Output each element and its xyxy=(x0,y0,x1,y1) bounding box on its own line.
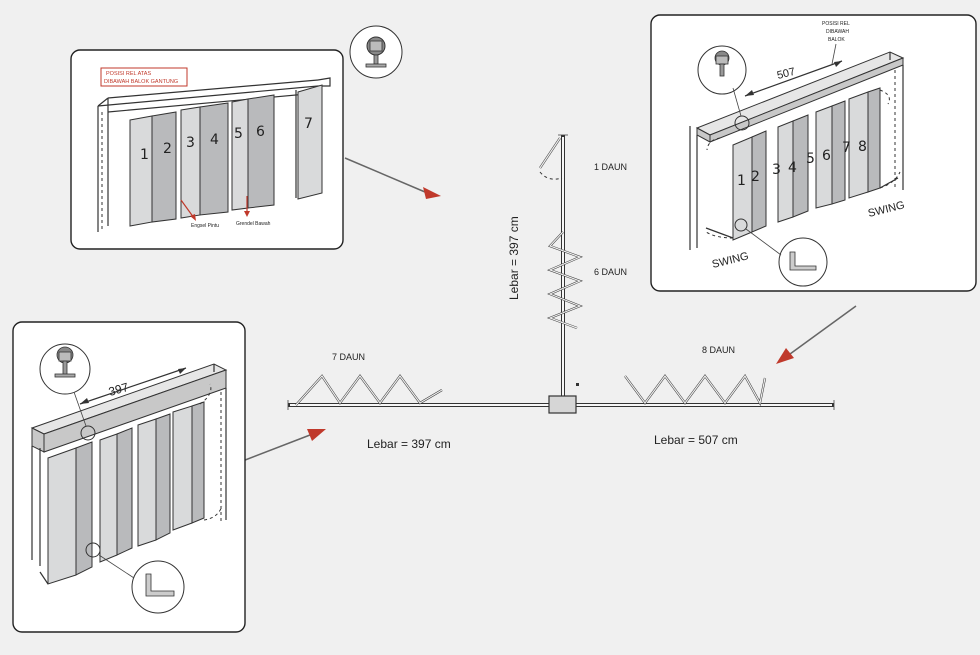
door-number-1: 1 xyxy=(140,147,149,163)
arrow-bottom-left xyxy=(239,434,311,463)
arrow-top-left xyxy=(344,157,426,193)
tr-label-line3: BALOK xyxy=(828,37,845,43)
arrow-top-right xyxy=(789,305,857,355)
width-label-left: Lebar = 397 cm xyxy=(367,437,451,451)
tr-door-number-1: 1 xyxy=(737,173,746,189)
six-leaf-zigzag xyxy=(546,231,583,330)
eight-leaf-zigzag xyxy=(624,373,767,407)
tr-label-line1: POSISI REL xyxy=(822,21,850,27)
label-7-daun: 7 DAUN xyxy=(332,352,365,362)
arrow-head-top-left xyxy=(423,187,441,199)
arrow-head-bottom-left xyxy=(307,429,326,441)
tr-door-number-5: 5 xyxy=(806,151,815,167)
tr-door-number-7: 7 xyxy=(842,140,851,156)
door-number-4: 4 xyxy=(210,132,219,148)
tr-door-number-3: 3 xyxy=(772,162,781,178)
width-label-right: Lebar = 507 cm xyxy=(654,433,738,447)
door-number-7: 7 xyxy=(304,116,313,132)
door-number-5: 5 xyxy=(234,126,243,142)
callout-hinge: Engsel Pintu xyxy=(191,223,219,229)
rail-label-line1: POSISI REL ATAS xyxy=(106,71,151,77)
tr-door-number-2: 2 xyxy=(751,169,760,185)
door-number-2: 2 xyxy=(163,141,172,157)
door-number-3: 3 xyxy=(186,135,195,151)
panel-bottom-left: 397 xyxy=(12,321,246,633)
seven-leaf-zigzag xyxy=(295,374,443,406)
junction-box xyxy=(548,395,577,414)
panel-top-left: 1 2 3 4 5 6 7 POSISI REL ATAS DIBAWAH BA… xyxy=(70,25,403,250)
callout-bolt: Grendel Bawah xyxy=(236,221,271,227)
center-track-diagram: 1 DAUN 6 DAUN 7 DAUN 8 DAUN Lebar = 397 … xyxy=(287,134,835,451)
label-1-daun: 1 DAUN xyxy=(594,162,627,172)
width-label-vertical: Lebar = 397 cm xyxy=(507,216,521,300)
label-6-daun: 6 DAUN xyxy=(594,267,627,277)
tr-dimension: 507 xyxy=(776,66,797,82)
panel-top-right: 1 2 3 4 5 6 7 8 507 POSISI REL DIBAWAH B… xyxy=(650,14,977,292)
tr-door-number-8: 8 xyxy=(858,139,867,155)
bl-dimension: 397 xyxy=(107,380,130,399)
arrow-head-top-right xyxy=(776,348,794,364)
tr-label-line2: DIBAWAH xyxy=(826,29,849,35)
pointer-arrows xyxy=(239,157,857,463)
rail-label-line2: DIBAWAH BALOK GANTUNG xyxy=(104,79,178,85)
tr-door-number-4: 4 xyxy=(788,160,797,176)
bl-floor-guide-inset xyxy=(131,560,185,614)
tr-door-number-6: 6 xyxy=(822,148,831,164)
rail-position-label-box xyxy=(100,67,188,87)
label-8-daun: 8 DAUN xyxy=(702,345,735,355)
door-number-6: 6 xyxy=(256,124,265,140)
tr-floor-guide-inset xyxy=(778,237,828,287)
single-leaf-top xyxy=(539,137,563,180)
